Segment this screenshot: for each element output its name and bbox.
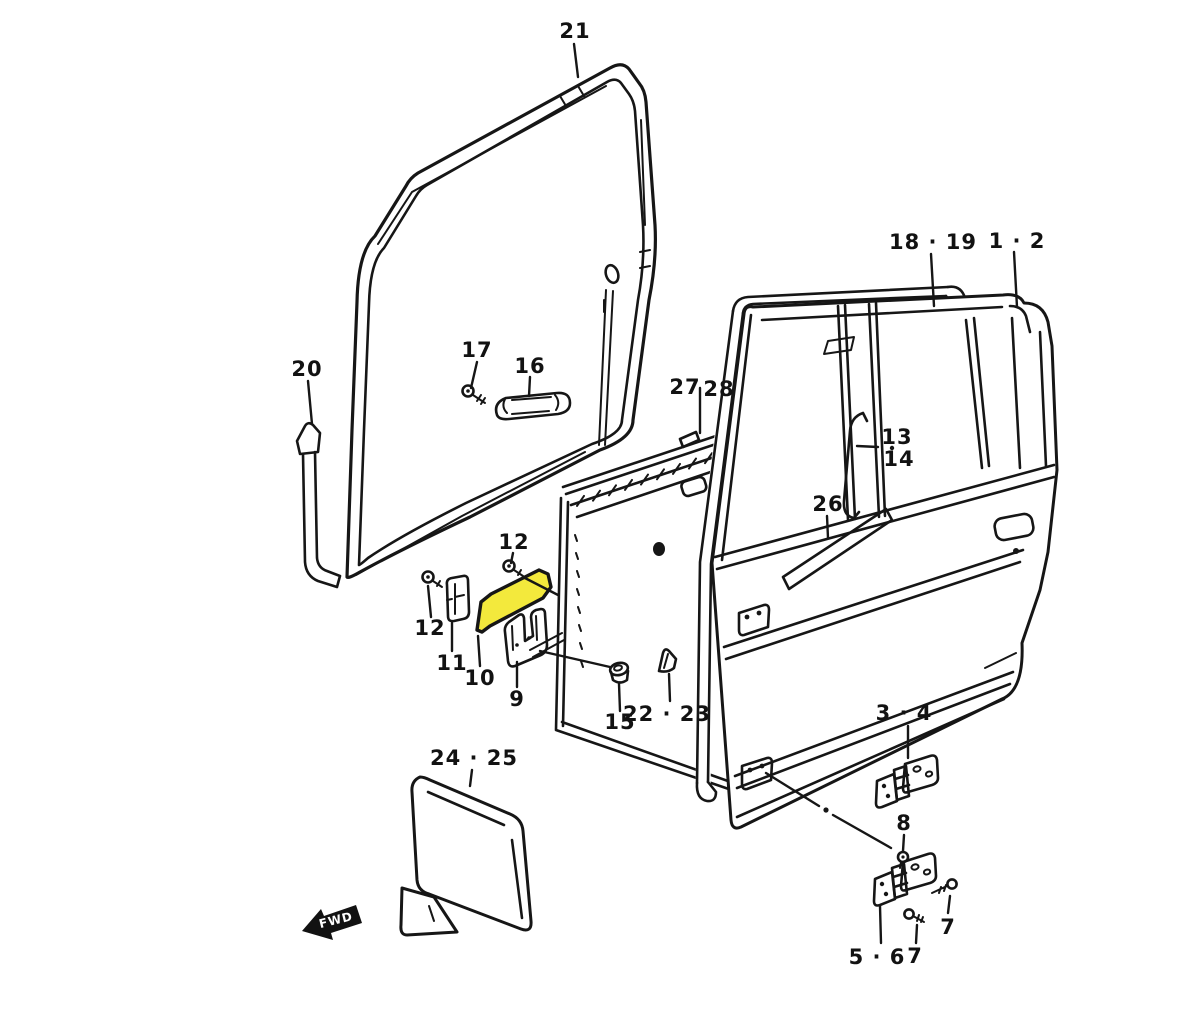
- callout-label-20: 20: [291, 357, 322, 381]
- part-12-upper-screw-drawing: [502, 559, 524, 577]
- door-handle-cutout: [993, 512, 1035, 542]
- callout-label-7-lower: 7: [907, 944, 923, 968]
- part-9-bracket-drawing: [503, 607, 549, 668]
- callout-label-24-25: 24 · 25: [430, 746, 518, 770]
- callout-label-12-lower: 12: [414, 616, 445, 640]
- part-17-screw-drawing: [461, 384, 486, 405]
- callout-label-13: 13: [881, 425, 912, 449]
- part-7-upper-bolt-drawing: [931, 878, 958, 894]
- callout-label-14: 14: [883, 447, 914, 471]
- callout-label-10: 10: [464, 666, 495, 690]
- callout-label-7-upper: 7: [940, 915, 956, 939]
- callout-label-28: 28: [703, 377, 734, 401]
- callout-label-18-19: 18 · 19: [889, 230, 977, 254]
- callout-label-27: 27: [669, 375, 700, 399]
- callout-label-21: 21: [559, 19, 590, 43]
- callout-label-5-6: 5 · 6: [849, 945, 906, 969]
- callout-13-14-separator-dot: [889, 445, 895, 451]
- part-21-window-weatherstrip-drawing: [345, 63, 657, 580]
- part-16-handle-bracket-drawing: [494, 391, 572, 421]
- leader-gap-dot: [823, 807, 829, 813]
- part-22-23-clip-drawing: [657, 648, 678, 673]
- callout-label-17: 17: [461, 338, 492, 362]
- part-5-6-lower-hinge-drawing: [872, 852, 938, 907]
- part-13-14-glass-channel-drawing: [842, 411, 869, 520]
- part-26-molding-drawing: [781, 507, 894, 591]
- callout-label-15: 15: [604, 710, 635, 734]
- callout-label-22-23: 22 · 23: [623, 702, 711, 726]
- callout-label-8: 8: [896, 811, 912, 835]
- callout-label-26: 26: [812, 492, 843, 516]
- part-20-glass-run-channel-drawing: [295, 421, 342, 589]
- part-3-4-upper-hinge-drawing: [874, 754, 940, 809]
- callout-label-12-upper: 12: [498, 530, 529, 554]
- part-10-highlighted-plate-drawing: [475, 568, 553, 634]
- callout-label-16: 16: [514, 354, 545, 378]
- part-15-nut-drawing: [608, 661, 630, 684]
- callout-label-9: 9: [509, 687, 525, 711]
- part-7-lower-bolt-drawing: [903, 908, 925, 923]
- callout-label-3-4: 3 · 4: [876, 701, 933, 725]
- part-12-lower-screw-drawing: [421, 570, 443, 588]
- part-24-25-mirror-drawing: [399, 775, 533, 937]
- callout-label-11: 11: [436, 651, 467, 675]
- part-1-2-door-panel-drawing: [710, 293, 1059, 830]
- part-11-bracket-drawing: [445, 574, 471, 623]
- fwd-arrow: FWD: [302, 905, 362, 940]
- callout-leader-lines: [306, 42, 1019, 945]
- callout-label-1-2: 1 · 2: [989, 229, 1046, 253]
